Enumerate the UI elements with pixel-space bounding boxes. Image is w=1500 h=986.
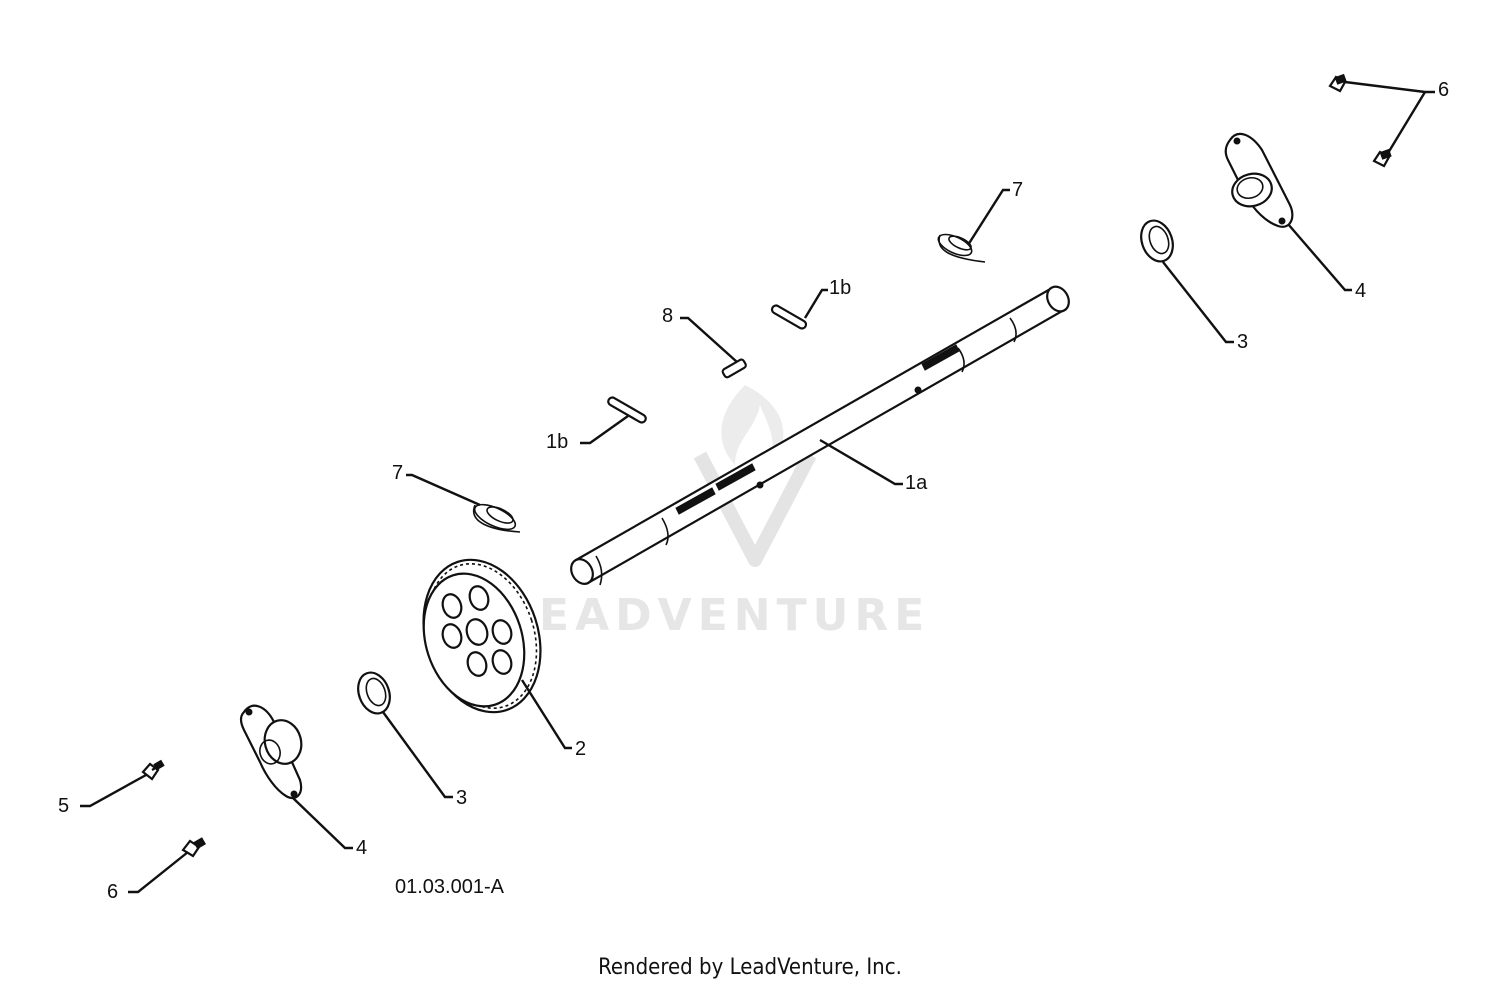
hairpin-clip-left [472, 503, 521, 533]
callout-6-bottom: 6 [107, 881, 118, 903]
bolt-5 [141, 759, 165, 781]
key-8 [721, 358, 747, 379]
axle-shaft [570, 285, 1070, 586]
callout-1b-left: 1b [546, 431, 568, 453]
callout-2: 2 [575, 738, 586, 760]
callout-1b-top: 1b [829, 277, 851, 299]
callout-1a: 1a [905, 472, 928, 494]
drive-gear [422, 558, 542, 714]
bolt-6-top-a [1328, 73, 1347, 93]
callout-3-left: 3 [456, 787, 467, 809]
callout-7-top: 7 [1012, 179, 1023, 201]
callout-4-left: 4 [356, 837, 367, 859]
callout-labels: 6 7 1b 8 4 3 1b 7 1a 2 5 3 4 6 [58, 79, 1449, 903]
washer-right [1140, 219, 1174, 263]
key-1b-left [607, 396, 647, 424]
callout-5: 5 [58, 795, 69, 817]
callout-4-right: 4 [1355, 280, 1366, 302]
leader-lines [80, 80, 1435, 894]
callout-6-top: 6 [1438, 79, 1449, 101]
callout-3-right: 3 [1237, 331, 1248, 353]
key-1b-top [770, 304, 808, 330]
footer-credit: Rendered by LeadVenture, Inc. [598, 955, 902, 980]
watermark-text: LEADVENTURE [505, 590, 930, 641]
callout-7-left: 7 [392, 462, 403, 484]
hairpin-clip-top [937, 233, 986, 263]
callout-8: 8 [662, 305, 673, 327]
drawing-code: 01.03.001-A [395, 876, 505, 898]
washer-left [357, 671, 391, 715]
bearing-flange-right [1224, 132, 1294, 228]
bearing-flange-left [239, 704, 303, 800]
